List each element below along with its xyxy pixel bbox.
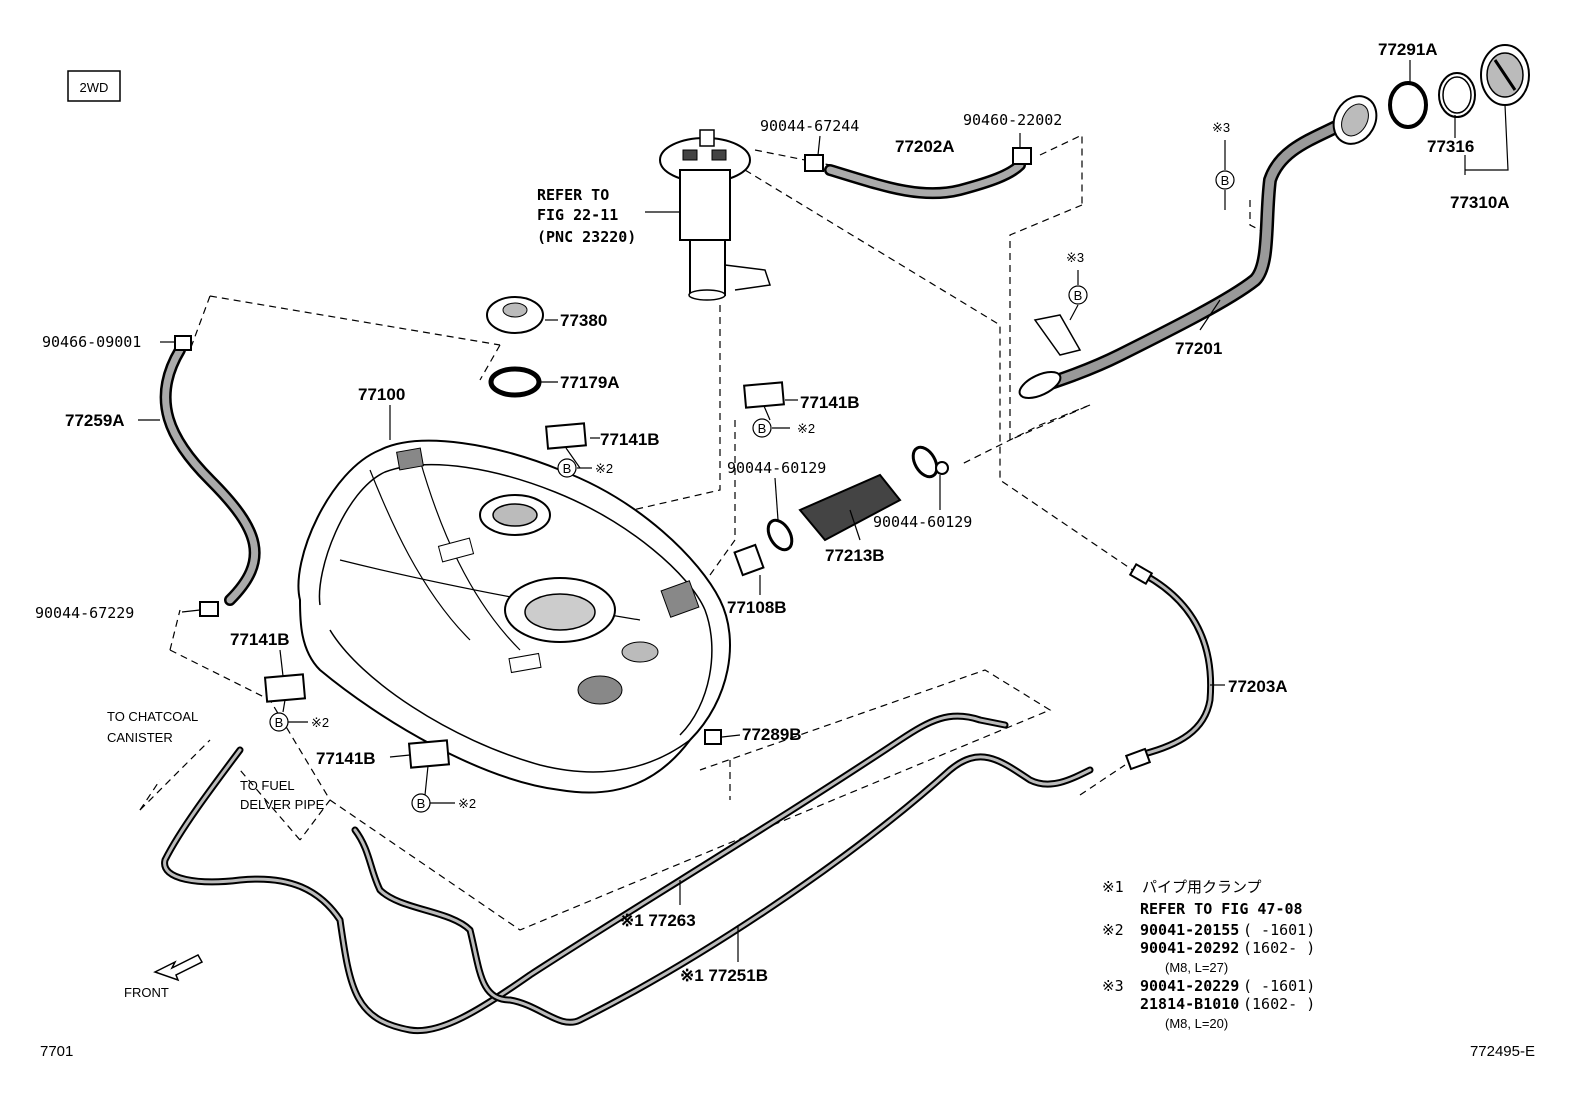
label-77251B: ※1 77251B (680, 966, 768, 985)
pipe-77203A (1124, 562, 1215, 771)
svg-text:B: B (275, 715, 284, 730)
leader-lines (138, 60, 1509, 962)
note3-mark: ※3 (1102, 977, 1124, 995)
hose-77259A (159, 335, 261, 617)
note1-mark: ※1 (1102, 878, 1124, 896)
callout-fuel-line2: DELVER PIPE (240, 797, 325, 812)
note2-line1-range: ( -1601) (1243, 921, 1315, 939)
label-90466-09001: 90466-09001 (42, 333, 141, 351)
bolt-markers: B B B B B B (269, 170, 1235, 813)
label-77141B-upper-left: 77141B (600, 430, 660, 449)
fuel-cap-assembly (1388, 44, 1530, 129)
clamp-icon (1012, 147, 1032, 165)
label-77203A: 77203A (1228, 677, 1288, 696)
dashed-guides (139, 134, 1271, 931)
label-77316: 77316 (1427, 137, 1474, 156)
label-77291A: 77291A (1378, 40, 1438, 59)
refer-note-line1: REFER TO (537, 186, 609, 204)
label-77380: 77380 (560, 311, 607, 330)
bolt-b-icon: B (269, 712, 289, 732)
svg-text:B: B (563, 461, 572, 476)
filler-pipe (1018, 95, 1378, 399)
callouts: TO CHATCOAL CANISTER TO FUEL DELVER PIPE… (107, 709, 325, 1000)
variant-label: 2WD (80, 80, 109, 95)
bolt-b-icon: B (411, 793, 431, 813)
bolt-b-icon: B (1068, 285, 1088, 305)
svg-text:B: B (1221, 173, 1230, 188)
gauge-plate (486, 296, 544, 398)
part-labels: 90044-67244 77202A 90460-22002 77291A 77… (35, 40, 1510, 985)
note3-line2-range: (1602- ) (1243, 995, 1315, 1013)
label-77141B-lower: 77141B (316, 749, 376, 768)
note2-line2-pn: 90041-20292 (1140, 939, 1239, 957)
label-77289B: 77289B (742, 725, 802, 744)
callout-chatcoal-line1: TO CHATCOAL (107, 709, 198, 724)
label-77202A: 77202A (895, 137, 955, 156)
note3-line2-pn: 21814-B1010 (1140, 995, 1239, 1013)
hose-clamps (766, 445, 949, 552)
fuel-tank (297, 439, 731, 794)
note1-text: パイプ用クランプ (1142, 878, 1262, 896)
svg-text:B: B (417, 796, 426, 811)
footer-right: 772495-E (1470, 1043, 1535, 1060)
notes-block: ※1 パイプ用クランプ REFER TO FIG 47-08 ※2 90041-… (1102, 878, 1315, 1031)
label-77141B-upper-right: 77141B (800, 393, 860, 412)
label-mark2-upper-right: ※2 (797, 421, 815, 436)
clamp-icon (804, 154, 824, 172)
label-77263: ※1 77263 (620, 911, 696, 930)
bolt-b-icon: B (1215, 170, 1235, 190)
bolt-b-icon: B (752, 418, 772, 438)
clamp-icon (199, 601, 219, 617)
hose-77202A (804, 147, 1032, 200)
fuel-pipes (161, 712, 1094, 1035)
label-90044-67229: 90044-67229 (35, 604, 134, 622)
note2-spec: (M8, L=27) (1165, 960, 1228, 975)
label-mark2-lower-left: ※2 (311, 715, 329, 730)
fuel-pump-module (659, 129, 771, 301)
label-mark2-upper-left: ※2 (595, 461, 613, 476)
front-arrow-icon (153, 954, 204, 982)
clip (704, 729, 722, 745)
label-mark2-lower: ※2 (458, 796, 476, 811)
svg-text:B: B (758, 421, 767, 436)
grommet (733, 543, 765, 577)
svg-text:B: B (1074, 288, 1083, 303)
label-mark3-top: ※3 (1212, 120, 1230, 135)
label-90044-60129-right: 90044-60129 (873, 513, 972, 531)
note3-line1-pn: 90041-20229 (1140, 977, 1239, 995)
refer-note-line2: FIG 22-11 (537, 206, 618, 224)
label-77201: 77201 (1175, 339, 1222, 358)
label-77310A: 77310A (1450, 193, 1510, 212)
note3-line1-range: ( -1601) (1243, 977, 1315, 995)
label-77259A: 77259A (65, 411, 125, 430)
refer-note-line3: (PNC 23220) (537, 228, 636, 246)
note3-spec: (M8, L=20) (1165, 1016, 1228, 1031)
callout-fuel-line1: TO FUEL (240, 778, 295, 793)
note2-line2-range: (1602- ) (1243, 939, 1315, 957)
footer-left: 7701 (40, 1043, 73, 1060)
front-label: FRONT (124, 985, 169, 1000)
note1-ref: REFER TO FIG 47-08 (1140, 900, 1303, 918)
label-77100: 77100 (358, 385, 405, 404)
label-77141B-lower-left: 77141B (230, 630, 290, 649)
label-90044-60129-left: 90044-60129 (727, 459, 826, 477)
hose-77213B (798, 473, 902, 542)
label-90460-22002: 90460-22002 (963, 111, 1062, 129)
note2-line1-pn: 90041-20155 (1140, 921, 1239, 939)
note2-mark: ※2 (1102, 921, 1124, 939)
label-77179A: 77179A (560, 373, 620, 392)
bolt-b-icon: B (557, 458, 577, 478)
label-90044-67244: 90044-67244 (760, 117, 859, 135)
callout-chatcoal-line2: CANISTER (107, 730, 173, 745)
label-77213B: 77213B (825, 546, 885, 565)
label-77108B: 77108B (727, 598, 787, 617)
tank-pads (263, 381, 785, 769)
clamp-icon (174, 335, 192, 351)
label-mark3-mid: ※3 (1066, 250, 1084, 265)
variant-box: 2WD (67, 70, 121, 102)
